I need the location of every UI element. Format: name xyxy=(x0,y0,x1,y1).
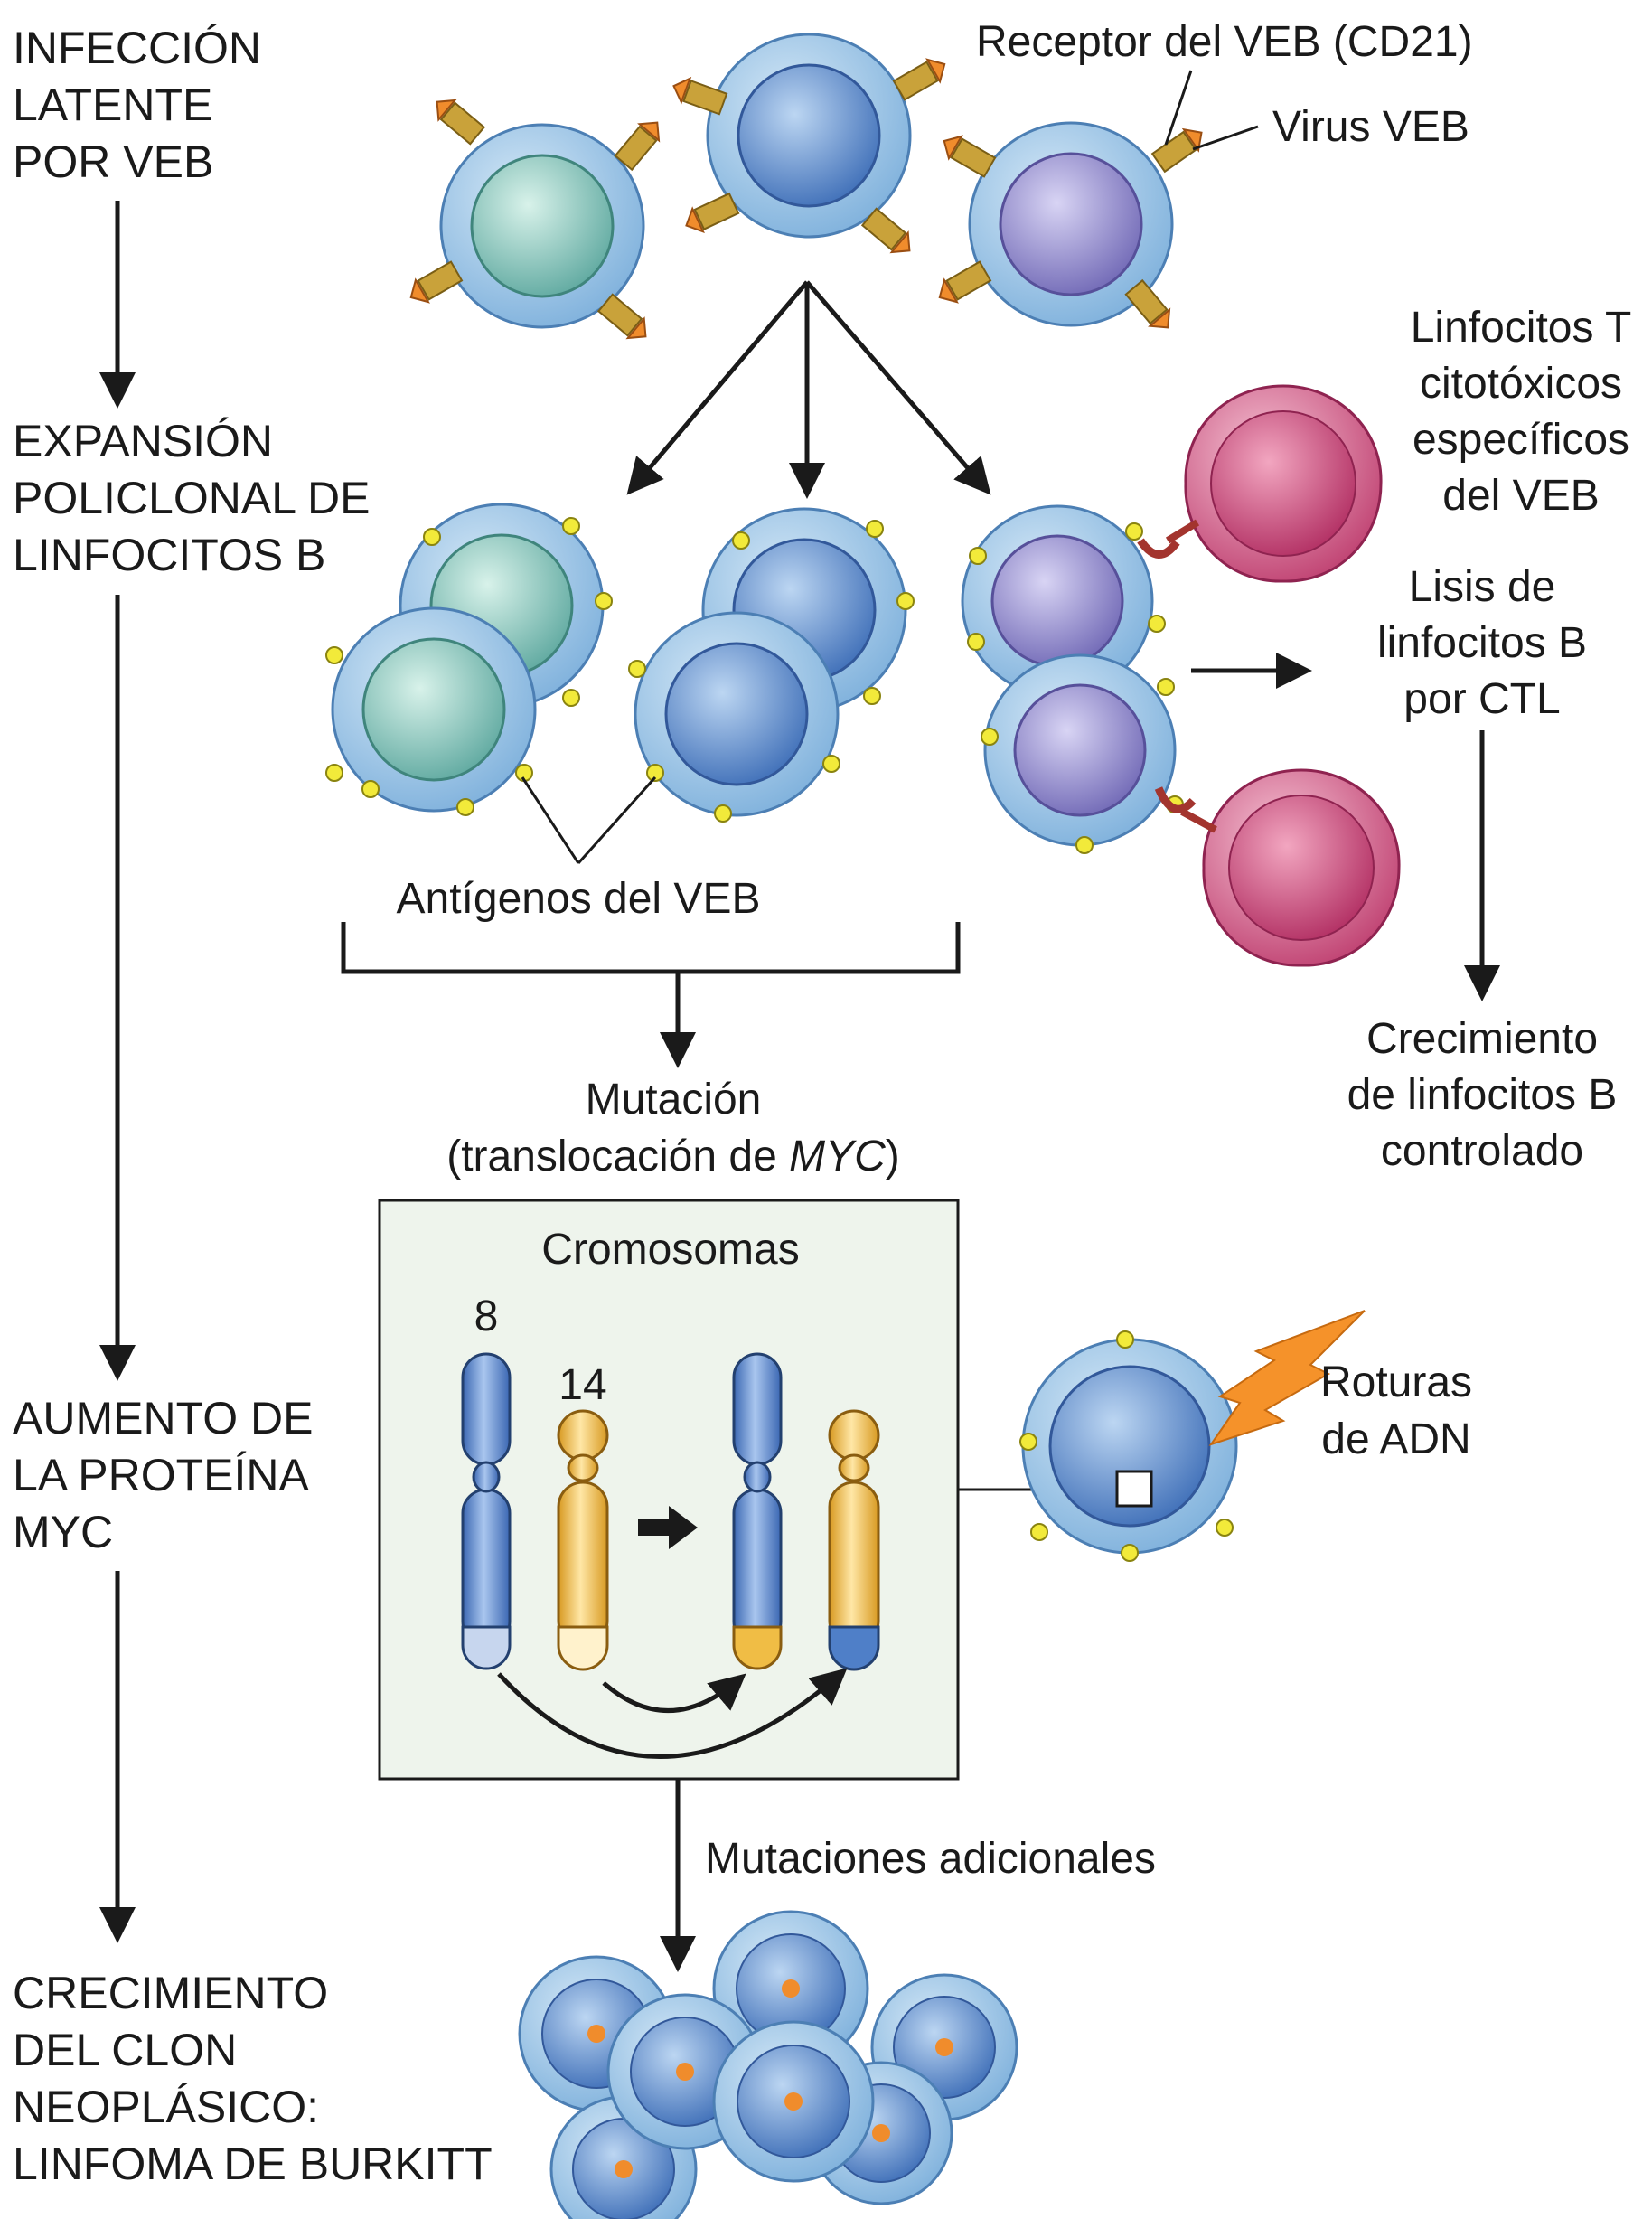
stage-label-line: AUMENTO DE xyxy=(13,1393,313,1443)
stage-neoplastic-clone: CRECIMIENTO DEL CLON NEOPLÁSICO: LINFOMA… xyxy=(13,1968,493,2189)
infected-b-cell-blue xyxy=(706,33,912,239)
cytotoxic-t-cell-top xyxy=(1184,384,1383,583)
lymphoma-cell xyxy=(518,1955,675,2112)
infected-b-cell-green xyxy=(439,123,645,329)
ctl-label-line: citotóxicos xyxy=(1420,360,1622,408)
stage-latent-infection: INFECCIÓN LATENTE POR VEB xyxy=(13,23,261,187)
stage-label-line: LA PROTEÍNA xyxy=(13,1450,310,1500)
lymphoma-cell-cluster xyxy=(518,1910,1018,2219)
controlled-label-line: Crecimiento xyxy=(1366,1015,1598,1063)
stage-polyclonal-expansion: EXPANSIÓN POLICLONAL DE LINFOCITOS B xyxy=(13,416,371,580)
chromosome-8-translocated xyxy=(732,1352,783,1670)
expansion-bracket xyxy=(341,922,961,974)
chromosome-14-original xyxy=(557,1409,609,1671)
lysis-label-line: linfocitos B xyxy=(1377,619,1587,667)
mutation-subtitle: (translocación de MYC) xyxy=(446,1133,900,1180)
expanded-b-cell-purple-top xyxy=(961,504,1154,698)
stage-label-line: POLICLONAL DE xyxy=(13,473,371,523)
controlled-label-line: de linfocitos B xyxy=(1347,1071,1618,1119)
stage-label-line: LINFOCITOS B xyxy=(13,530,325,580)
t-cell-receptor-top xyxy=(1137,519,1200,559)
stage-label-line: NEOPLÁSICO: xyxy=(13,2082,319,2132)
ctl-label-line: específicos xyxy=(1413,416,1629,464)
expanded-b-cell-purple-bottom xyxy=(983,653,1177,847)
stage-label-line: INFECCIÓN xyxy=(13,23,261,73)
lymphoma-cell xyxy=(712,1910,869,2067)
mutation-subtitle-suffix: ) xyxy=(886,1133,900,1180)
split-arrow-left xyxy=(626,280,809,495)
chromosome-8-original xyxy=(461,1352,512,1670)
receptor-label: Receptor del VEB (CD21) xyxy=(976,18,1473,66)
lymphoma-cell xyxy=(712,2020,875,2183)
stage-label-line: POR VEB xyxy=(13,136,213,187)
ebv-antigen-dots xyxy=(325,517,1184,854)
cytotoxic-t-cell-bottom xyxy=(1202,768,1401,967)
b-cell-dna-breaks xyxy=(1021,1338,1238,1555)
chromosome-8-label: 8 xyxy=(474,1293,499,1340)
expanded-b-cell-blue-front xyxy=(634,611,840,817)
swap-arc-outer xyxy=(497,1668,848,1759)
dna-breaks-label: Roturas de ADN xyxy=(1320,1359,1472,1463)
translocation-arrow xyxy=(638,1506,698,1549)
chromosome-14-label: 14 xyxy=(558,1361,606,1409)
ctl-label-line: del VEB xyxy=(1442,472,1599,520)
antigen-leader-line xyxy=(521,776,580,864)
additional-mutations-label: Mutaciones adicionales xyxy=(705,1835,1156,1883)
lysis-label-line: Lisis de xyxy=(1409,563,1556,611)
myc-locus-square xyxy=(1115,1470,1153,1508)
infected-b-cell-purple xyxy=(968,121,1174,327)
ebv-receptors-with-virus xyxy=(409,58,1203,340)
antigen-leader-line xyxy=(577,776,657,865)
stage-label-line: CRECIMIENTO xyxy=(13,1968,328,2018)
virus-label: Virus VEB xyxy=(1272,103,1469,151)
mutation-subtitle-gene: MYC xyxy=(789,1133,886,1180)
antigens-label: Antígenos del VEB xyxy=(397,875,761,923)
expanded-b-cell-green-front xyxy=(331,606,537,813)
mutation-subtitle-prefix: (translocación de xyxy=(446,1133,789,1180)
dna-breaks-label-line: de ADN xyxy=(1321,1415,1470,1463)
stage-label-line: LINFOMA DE BURKITT xyxy=(13,2139,493,2189)
ctl-label-line: Linfocitos T xyxy=(1411,304,1632,352)
t-cell-receptor-bottom xyxy=(1154,786,1217,833)
mutation-title: Mutación xyxy=(586,1076,762,1124)
lysis-label: Lisis de linfocitos B por CTL xyxy=(1377,563,1587,723)
virus-leader-line xyxy=(1192,125,1259,151)
ebv-antigen-dots xyxy=(1019,1330,1234,1562)
stage-label-line: LATENTE xyxy=(13,80,212,130)
controlled-label-line: controlado xyxy=(1381,1127,1583,1175)
lysis-label-line: por CTL xyxy=(1403,675,1560,723)
controlled-growth-label: Crecimiento de linfocitos B controlado xyxy=(1347,1015,1618,1175)
ctl-label: Linfocitos T citotóxicos específicos del… xyxy=(1411,304,1632,520)
receptor-leader-line xyxy=(1164,70,1193,146)
stage-label-line: DEL CLON xyxy=(13,2025,237,2075)
split-arrow-right xyxy=(805,280,991,495)
dna-damage-lightning-icon xyxy=(1208,1310,1366,1446)
stage-myc-increase: AUMENTO DE LA PROTEÍNA MYC xyxy=(13,1393,313,1557)
stage-label-line: EXPANSIÓN xyxy=(13,416,273,466)
chromosomes-title: Cromosomas xyxy=(541,1226,799,1274)
dna-breaks-label-line: Roturas xyxy=(1320,1359,1472,1406)
chromosome-14-translocated xyxy=(828,1409,880,1671)
swap-arc-inner xyxy=(602,1673,746,1713)
stage-label-line: MYC xyxy=(13,1507,113,1557)
